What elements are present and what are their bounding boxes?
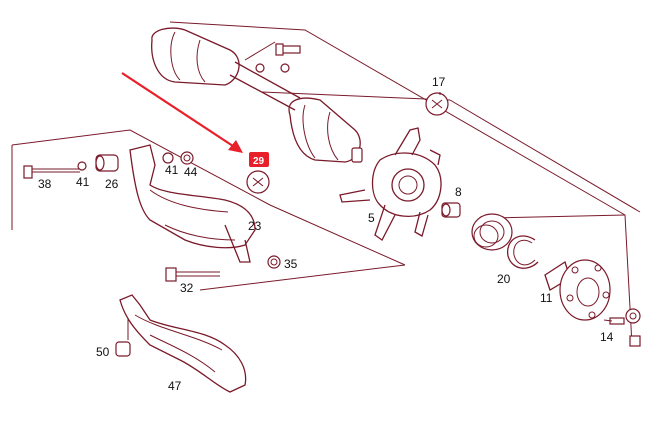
label-17[interactable]: 17: [432, 75, 446, 89]
wheel-bearing: [471, 213, 513, 251]
label-44[interactable]: 44: [184, 165, 198, 179]
label-41-right[interactable]: 41: [165, 163, 179, 177]
fasteners-left: [23, 151, 194, 179]
label-41-left[interactable]: 41: [76, 175, 90, 189]
drive-shaft: [151, 27, 363, 163]
bushing-8: [441, 202, 461, 218]
part-labels: 17 29 38 41 26 41 44 8 5 23 35 32 20 11 …: [38, 75, 614, 393]
wheel-hub-11: [544, 259, 611, 321]
stud-14: [603, 308, 641, 347]
circlip-17: [425, 92, 449, 116]
highlight-arrow: [121, 72, 243, 153]
label-8[interactable]: 8: [455, 185, 462, 199]
bolt-top: [244, 41, 301, 73]
steering-knuckle: [339, 127, 442, 241]
label-35[interactable]: 35: [284, 257, 298, 271]
nut-35: [267, 255, 281, 269]
label-50[interactable]: 50: [96, 345, 110, 359]
label-5[interactable]: 5: [368, 211, 375, 225]
label-29[interactable]: 29: [253, 156, 265, 167]
label-20[interactable]: 20: [497, 272, 511, 286]
highlight-box-29: [249, 152, 269, 167]
label-32[interactable]: 32: [180, 281, 194, 295]
control-arm-23: [129, 144, 256, 263]
label-23[interactable]: 23: [248, 219, 262, 233]
snap-ring-20: [507, 235, 539, 269]
label-26[interactable]: 26: [105, 177, 119, 191]
label-14[interactable]: 14: [600, 330, 614, 344]
bolt-32: [165, 267, 220, 282]
label-11[interactable]: 11: [540, 291, 553, 305]
label-47[interactable]: 47: [168, 379, 182, 393]
frame-right: [169, 21, 641, 346]
lower-link-47: [115, 294, 247, 393]
circlip-29: [246, 170, 270, 194]
label-38[interactable]: 38: [38, 177, 52, 191]
frame-left: [11, 129, 406, 291]
